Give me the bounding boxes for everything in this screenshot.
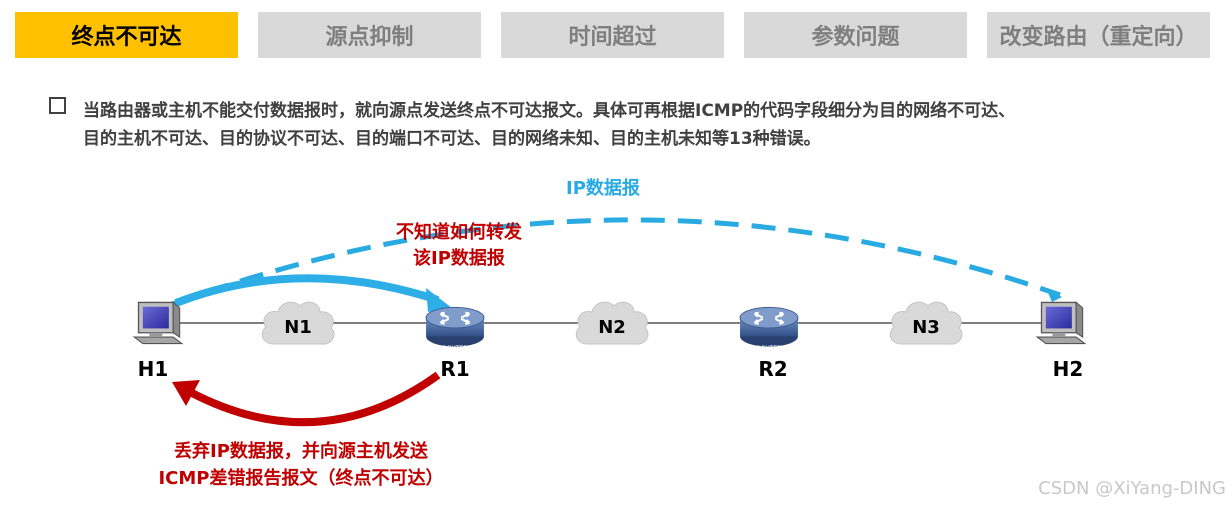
- router-name-r1: R1: [440, 357, 469, 381]
- discard-note-line-2: ICMP差错报告报文（终点不可达）: [158, 467, 443, 489]
- router-label-r1: ROUTER: [443, 345, 468, 352]
- watermark: CSDN @XiYang-DING: [1038, 478, 1226, 499]
- ip-datagram-path: [169, 217, 1061, 308]
- r1-note-line-1: 不知道如何转发: [396, 221, 523, 243]
- tab-source-quench[interactable]: 源点抑制: [258, 12, 481, 58]
- router-icon-r1: [425, 306, 485, 348]
- h1-to-r1-arrowhead: [426, 288, 452, 312]
- tab-parameter-problem[interactable]: 参数问题: [744, 12, 967, 58]
- network-label-n3: N3: [912, 317, 940, 338]
- tab-time-exceeded[interactable]: 时间超过: [501, 12, 724, 58]
- ip-datagram-label: IP数据报: [566, 177, 640, 199]
- r1-note-line-2: 该IP数据报: [413, 247, 505, 269]
- network-diagram: ROUTER ROUTER N1 N2 N3 H1 R1 R2 H2 IP数据报…: [133, 177, 1086, 489]
- description-line-2: 目的主机不可达、目的协议不可达、目的端口不可达、目的网络未知、目的主机未知等13…: [83, 129, 821, 149]
- network-label-n1: N1: [284, 317, 312, 338]
- computer-icon-h2: [1036, 301, 1086, 345]
- network-label-n2: N2: [598, 317, 626, 338]
- checkbox-icon: [49, 97, 66, 114]
- router-name-r2: R2: [758, 357, 787, 381]
- host-label-h2: H2: [1053, 357, 1084, 381]
- error-report-arrow: [188, 371, 441, 427]
- router-label-r2: ROUTER: [757, 345, 782, 352]
- computer-icon-h1: [133, 301, 183, 345]
- h1-to-r1-arrow: [174, 274, 440, 307]
- tab-destination-unreachable[interactable]: 终点不可达: [15, 12, 238, 58]
- tab-redirect[interactable]: 改变路由（重定向）: [987, 12, 1210, 58]
- ip-datagram-arrowhead: [1046, 288, 1062, 302]
- host-label-h1: H1: [138, 357, 169, 381]
- error-report-arrowhead: [172, 380, 200, 406]
- router-icon-r2: [739, 306, 799, 348]
- discard-note-line-1: 丢弃IP数据报，并向源主机发送: [174, 440, 429, 462]
- description-line-1: 当路由器或主机不能交付数据报时，就向源点发送终点不可达报文。具体可再根据ICMP…: [83, 101, 1016, 121]
- tab-bar: 终点不可达 源点抑制 时间超过 参数问题 改变路由（重定向）: [0, 12, 1232, 58]
